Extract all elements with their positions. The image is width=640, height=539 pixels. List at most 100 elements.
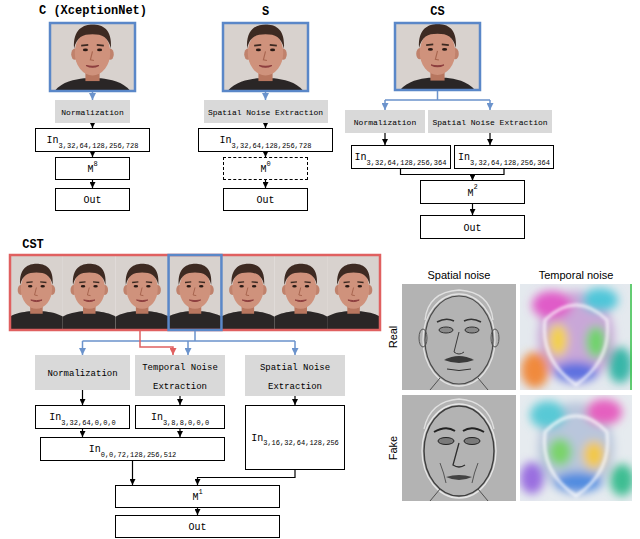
temporal-noise-fake — [520, 395, 632, 501]
panel-title: CS — [430, 6, 444, 19]
operation-box: Spatial Noise Extraction — [204, 100, 328, 123]
flow-blob — [610, 464, 632, 496]
tensor-box: In3,32,64,0,0,0 — [35, 405, 130, 429]
face-frame — [263, 255, 338, 330]
eyebrows — [437, 319, 481, 322]
box-content: M1 — [192, 487, 202, 505]
face-contour — [424, 406, 494, 496]
connector-arrow — [132, 461, 133, 485]
box-text: In — [458, 152, 470, 163]
box-content: Normalization — [354, 112, 416, 130]
split-line — [385, 91, 490, 100]
column-label: Spatial noise — [428, 269, 491, 281]
mouth — [446, 475, 472, 480]
box-content: In3,16,32,64,128,256 — [251, 428, 339, 447]
box-content: Out — [188, 517, 206, 535]
box-content: Normalization — [47, 363, 117, 381]
hair-line — [424, 399, 494, 429]
tensor-box: M1 — [115, 485, 280, 508]
box-content: M2 — [467, 183, 477, 201]
frame-border — [50, 23, 135, 91]
box-content: Spatial Noise Extraction — [432, 112, 547, 130]
input-arrow — [384, 100, 386, 110]
nose — [454, 332, 464, 354]
connector-arrow — [401, 169, 473, 180]
mouth — [447, 369, 471, 371]
box-text: Normalization — [47, 369, 117, 379]
face-contour — [423, 294, 495, 386]
operation-box: Normalization — [345, 110, 425, 133]
box-text: In — [89, 444, 101, 455]
connector-arrow — [179, 396, 180, 405]
connector-arrow — [179, 429, 180, 437]
operation-box: Spatial Noise Extraction — [245, 355, 345, 396]
box-content: In3,32,64,128,256,728 — [47, 130, 139, 149]
frame-border — [395, 23, 480, 90]
subscript-text: 3,32,64,128,256,364 — [367, 159, 447, 167]
noise-background — [520, 284, 632, 390]
box-content: Out — [83, 190, 101, 208]
connector-arrow — [473, 169, 505, 180]
row-label: Fake — [387, 436, 399, 460]
box-content: In3,8,8,0,0,0 — [151, 407, 209, 426]
tensor-box: Out — [115, 515, 280, 538]
column-label: Temporal noise — [539, 269, 614, 281]
mustache — [444, 356, 474, 363]
superscript-text: 0 — [266, 160, 270, 168]
tensor-box: M8 — [55, 157, 130, 180]
input-arrow — [187, 341, 189, 355]
flow-blob — [608, 347, 632, 383]
subscript-text: 3,32,64,128,256,364 — [470, 159, 550, 167]
connector-arrow — [198, 470, 296, 485]
connector-arrow — [265, 180, 266, 188]
cheek-line — [440, 463, 478, 483]
skipped-module-box: M0 — [223, 157, 308, 180]
face-photo — [223, 15, 308, 100]
box-content: In3,32,64,0,0,0 — [49, 407, 116, 426]
sequence-border — [10, 255, 380, 330]
box-content: Out — [463, 218, 481, 236]
box-content: In3,32,64,128,256,364 — [458, 147, 550, 166]
connector-arrow — [82, 390, 83, 405]
box-text: Normalization — [61, 108, 123, 117]
tensor-box: In3,32,64,128,256,364 — [454, 145, 554, 169]
box-text: In — [355, 152, 367, 163]
box-text: M — [87, 164, 93, 175]
input-arrow — [294, 341, 296, 355]
face-photo — [395, 14, 480, 99]
box-text: In — [47, 135, 59, 146]
box-text: M — [260, 164, 266, 175]
panel-title: CST — [22, 239, 44, 252]
box-content: Out — [256, 190, 274, 208]
flow-blob — [521, 352, 549, 388]
connector-arrow — [489, 133, 490, 145]
box-text: In — [251, 433, 263, 444]
superscript-text: 1 — [198, 488, 202, 496]
tensor-box: In3,32,64,128,256,364 — [351, 145, 451, 169]
spatial-noise-real — [402, 284, 516, 390]
box-content: M8 — [87, 159, 97, 177]
operation-box: Temporal Noise Extraction — [135, 355, 225, 396]
flow-blob — [520, 462, 544, 494]
connector-arrow — [92, 180, 93, 188]
box-content: In3,32,64,128,256,364 — [355, 147, 447, 166]
input-arrow — [489, 100, 491, 110]
operation-box: Normalization — [55, 100, 130, 123]
superscript-text: 2 — [473, 183, 477, 191]
input-arrow — [265, 92, 267, 100]
ear — [491, 329, 499, 347]
spatial-noise-fake — [402, 395, 516, 501]
input-arrow — [82, 341, 84, 355]
operation-box: Normalization — [35, 355, 130, 390]
eye — [464, 438, 480, 445]
image-edge — [630, 284, 632, 390]
connector-arrow — [82, 429, 83, 437]
box-text: Spatial Noise Extraction — [208, 108, 323, 117]
box-text: In — [220, 135, 232, 146]
box-text: Spatial Noise Extraction — [260, 363, 330, 391]
noise-background — [402, 284, 516, 390]
frame-border — [223, 23, 308, 91]
box-text: Temporal Noise Extraction — [142, 363, 218, 391]
